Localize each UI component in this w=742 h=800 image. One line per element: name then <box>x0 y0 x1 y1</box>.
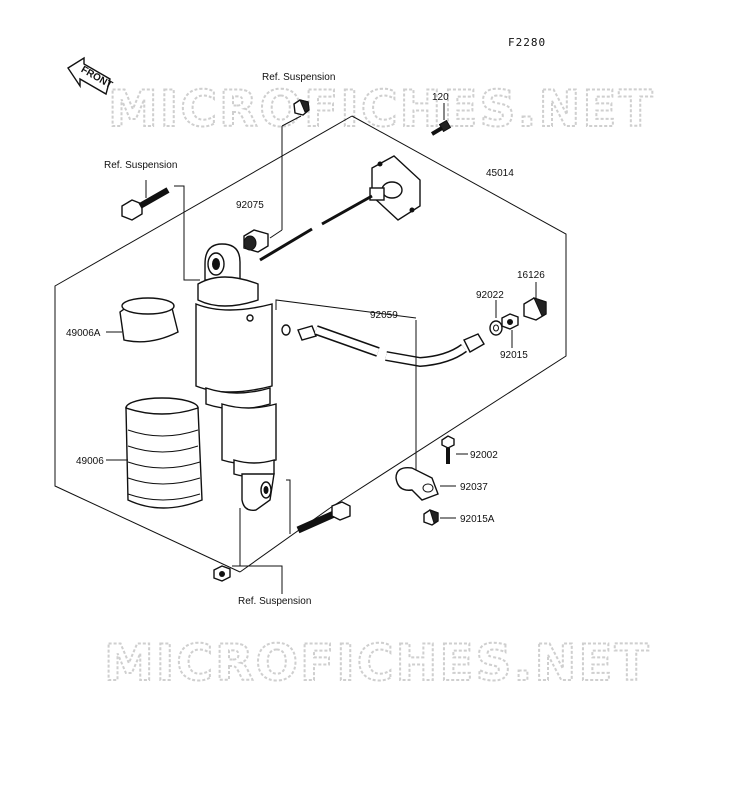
clamp-92037 <box>395 467 439 501</box>
label-92015: 92015 <box>500 350 528 361</box>
nut-92015a <box>423 509 439 526</box>
bolt-lower <box>296 501 351 534</box>
label-16126: 16126 <box>517 270 545 281</box>
label-92037: 92037 <box>460 482 488 493</box>
hose-92059 <box>297 325 485 368</box>
boot-49006a <box>119 297 179 343</box>
cap-16126 <box>523 297 547 321</box>
label-92022: 92022 <box>476 290 504 301</box>
spacer-92075 <box>243 229 269 253</box>
watermark-bottom: MICROFICHES.NET <box>104 634 651 692</box>
nut-92015 <box>501 313 519 330</box>
bolt-left <box>121 187 170 221</box>
label-92002: 92002 <box>470 450 498 461</box>
shock-absorber <box>195 243 277 511</box>
label-120: 120 <box>432 92 449 103</box>
label-92059: 92059 <box>370 310 398 321</box>
watermark-top: MICROFICHES.NET <box>108 80 655 138</box>
label-ref-bottom: Ref. Suspension <box>238 596 311 607</box>
bolt-92002 <box>441 435 455 464</box>
bolt-120 <box>430 119 452 136</box>
reservoir-bracket <box>369 155 421 221</box>
label-49006a: 49006A <box>66 328 101 339</box>
label-ref-top: Ref. Suspension <box>262 72 335 83</box>
label-92015a: 92015A <box>460 514 495 525</box>
top-nut <box>293 99 310 116</box>
figure-code: F2280 <box>508 36 546 49</box>
label-45014: 45014 <box>486 168 514 179</box>
label-92075: 92075 <box>236 200 264 211</box>
nut-lower <box>213 565 231 582</box>
assembly-outline <box>54 115 567 573</box>
bellows-49006 <box>125 397 203 509</box>
oring-left <box>281 324 291 336</box>
label-49006: 49006 <box>76 456 104 467</box>
label-ref-left: Ref. Suspension <box>104 160 177 171</box>
